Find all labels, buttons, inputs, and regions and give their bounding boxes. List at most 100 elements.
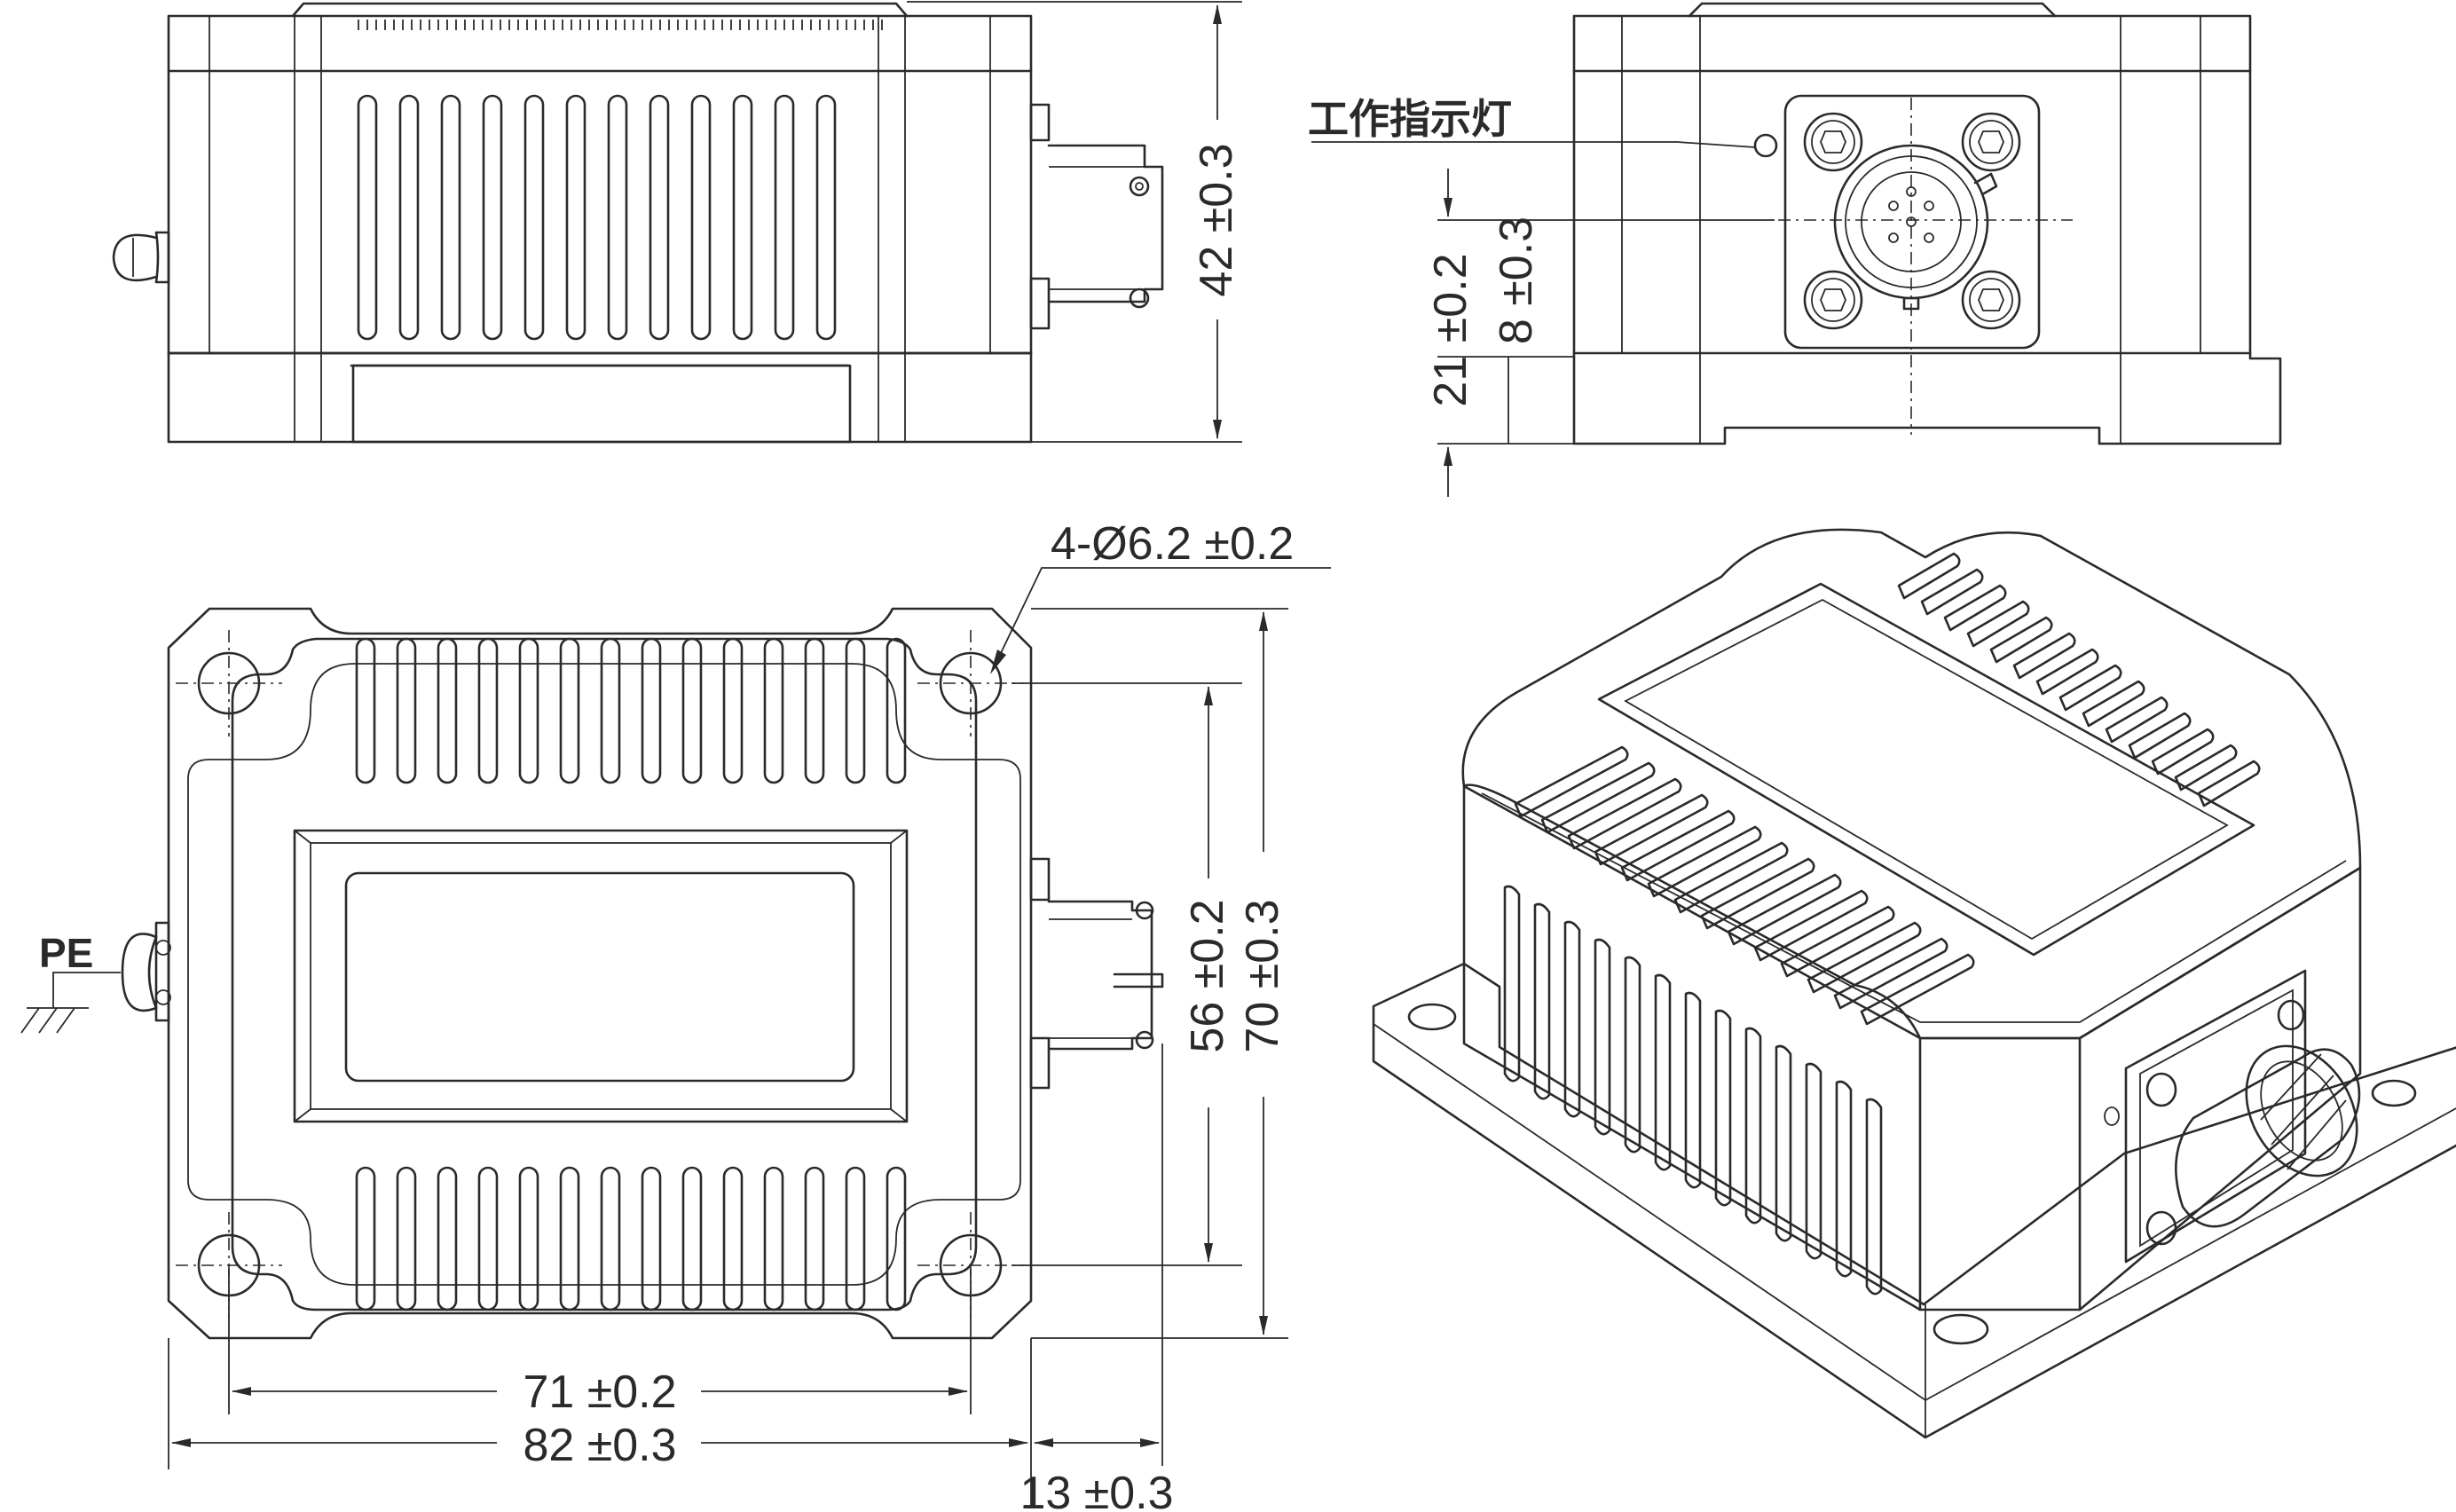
iso-fin xyxy=(2035,648,2099,696)
cooling-slot xyxy=(774,94,795,341)
flange-bolt-inner xyxy=(1811,120,1855,164)
cooling-fin xyxy=(845,1166,866,1311)
iso-fin xyxy=(2082,680,2145,728)
cooling-slot xyxy=(440,94,461,341)
flange-bolt xyxy=(1803,112,1863,172)
hex-socket xyxy=(1820,130,1846,154)
iso-fin xyxy=(2105,696,2169,744)
iso-fin xyxy=(2151,728,2215,776)
cooling-fin xyxy=(845,637,866,784)
hole-pitch-vertical-dim: 56 ±0.2 xyxy=(1182,899,1233,1052)
cooling-slot xyxy=(732,94,753,341)
iso-fin xyxy=(1727,873,1842,946)
iso-slot xyxy=(1594,938,1611,1136)
iso-fin xyxy=(1700,857,1815,930)
iso-fin xyxy=(1540,761,1656,834)
top-view: PE 4-Ø6.2 ±0.2 56 ±0.2 70 ±0.3 71 ±0.2 8… xyxy=(20,518,1331,1512)
cooling-slot xyxy=(565,94,586,341)
cooling-fin xyxy=(600,1166,621,1311)
cooling-fin xyxy=(559,637,580,784)
cooling-slot xyxy=(690,94,712,341)
connector-pin xyxy=(1888,232,1899,243)
connector-pin xyxy=(1888,201,1899,211)
iso-fin xyxy=(1966,600,2030,648)
iso-fin xyxy=(1807,921,1922,994)
cooling-fin xyxy=(763,637,784,784)
cooling-fin xyxy=(681,1166,703,1311)
base-width-dim: 82 ±0.3 xyxy=(523,1420,676,1471)
cooling-fin xyxy=(600,637,621,784)
iso-fin xyxy=(1514,745,1629,818)
cooling-fin xyxy=(355,637,376,784)
cooling-fin xyxy=(437,637,458,784)
cooling-fin xyxy=(518,637,539,784)
mounting-holes-dim: 4-Ø6.2 ±0.2 xyxy=(1051,518,1294,570)
iso-fin xyxy=(1897,552,1961,600)
iso-slot xyxy=(1563,920,1581,1118)
iso-fin xyxy=(1673,841,1789,914)
flange-bolt-inner xyxy=(1969,278,2013,322)
cooling-slot xyxy=(607,94,628,341)
iso-slot xyxy=(1533,902,1551,1100)
cooling-slot xyxy=(649,94,670,341)
iso-fin xyxy=(1833,937,1948,1010)
cooling-fin xyxy=(886,637,907,784)
iso-fin xyxy=(2012,632,2076,680)
cooling-fin xyxy=(681,637,703,784)
iso-slot xyxy=(1714,1009,1732,1207)
iso-fin xyxy=(1753,889,1869,962)
iso-fin xyxy=(1780,905,1895,978)
cooling-fin xyxy=(559,1166,580,1311)
cooling-fin xyxy=(477,637,499,784)
cooling-fin xyxy=(396,637,417,784)
cooling-fin xyxy=(886,1166,907,1311)
iso-slot xyxy=(1744,1027,1762,1225)
iso-fin xyxy=(1989,616,2053,664)
iso-fin xyxy=(1943,584,2007,632)
flange-bolt-inner xyxy=(1969,120,2013,164)
cooling-fin xyxy=(518,1166,539,1311)
iso-slot xyxy=(1835,1080,1853,1278)
cooling-fin xyxy=(722,1166,744,1311)
flange-bolt xyxy=(1803,270,1863,330)
iso-slot xyxy=(1684,991,1702,1189)
hex-socket xyxy=(1978,130,2004,154)
base-thickness-dim: 8 ±0.3 xyxy=(1491,217,1542,344)
iso-fin xyxy=(1647,825,1762,898)
end-view: 工作指示灯 21 ±0.2 8 ±0.3 xyxy=(1308,2,2282,497)
cooling-fin xyxy=(804,1166,825,1311)
cooling-fin xyxy=(437,1166,458,1311)
indicator-label: 工作指示灯 xyxy=(1308,95,1512,143)
base-depth-dim: 70 ±0.3 xyxy=(1237,899,1288,1052)
flange-bolt xyxy=(1961,270,2021,330)
iso-slot xyxy=(1775,1044,1792,1242)
iso-fin xyxy=(1594,793,1709,866)
iso-slot xyxy=(1624,956,1641,1154)
cooling-fin xyxy=(722,637,744,784)
flange-bolt-inner xyxy=(1811,278,1855,322)
side-height-dim: 42 ±0.3 xyxy=(1191,143,1242,296)
hole-pitch-horizontal-dim: 71 ±0.2 xyxy=(523,1366,676,1418)
hex-socket xyxy=(1978,288,2004,311)
connector-protrusion-dim: 13 ±0.3 xyxy=(1019,1468,1173,1512)
flange-bolt xyxy=(1961,112,2021,172)
iso-fin xyxy=(1567,777,1682,850)
cooling-fin xyxy=(396,1166,417,1311)
cooling-fin xyxy=(804,637,825,784)
hex-socket xyxy=(1820,288,1846,311)
iso-fin xyxy=(1920,568,1984,616)
cooling-fin xyxy=(355,1166,376,1311)
iso-slot xyxy=(1654,973,1672,1171)
iso-slot xyxy=(1805,1062,1822,1260)
iso-fin xyxy=(2128,712,2192,760)
connector-pin xyxy=(1924,232,1934,243)
pe-label: PE xyxy=(39,930,93,976)
cooling-fin xyxy=(641,637,662,784)
iso-fin xyxy=(2174,744,2238,791)
iso-fin xyxy=(2058,664,2122,712)
iso-fin xyxy=(1860,953,1975,1026)
connector-pin xyxy=(1924,201,1934,211)
iso-slot xyxy=(1503,885,1521,1083)
cooling-slot xyxy=(815,94,837,341)
